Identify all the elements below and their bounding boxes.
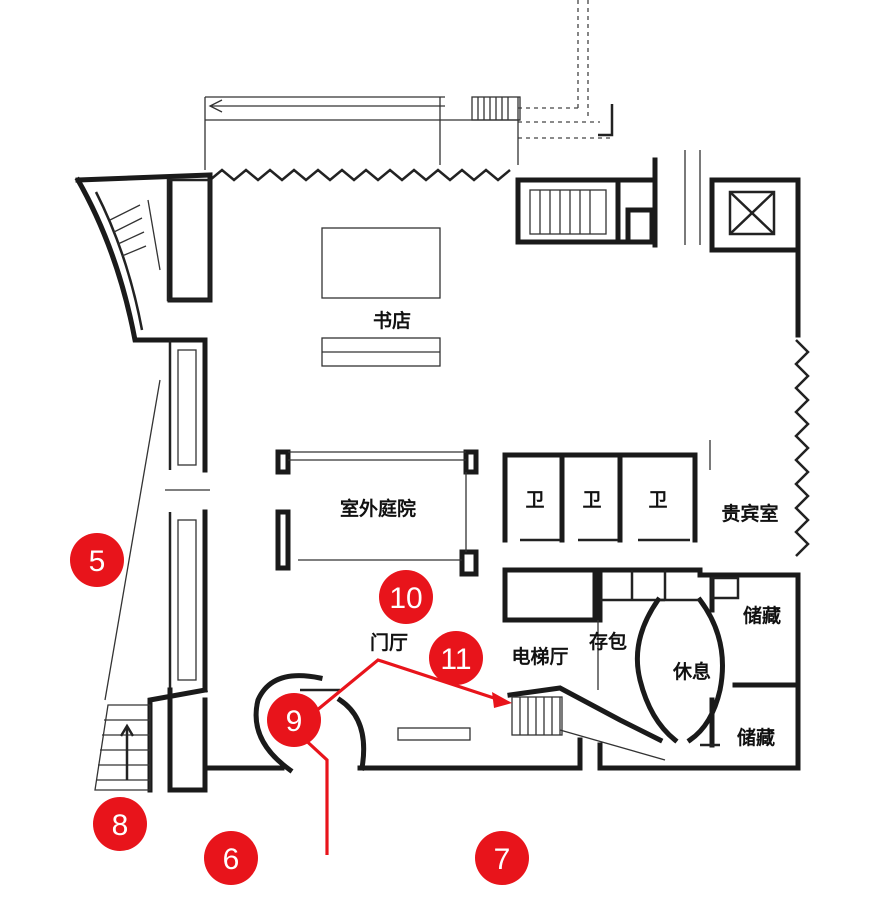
walls [74,172,801,793]
sw-stair [94,704,151,791]
nw-stair [109,199,161,271]
room-labels: 书店 室外庭院 卫 卫 卫 贵宾室 储藏 储藏 电梯厅 存包 门厅 休息 [340,309,781,749]
label-bookstore: 书店 [373,309,411,332]
svg-text:9: 9 [286,705,303,738]
top-corridor [204,0,614,170]
marker-10: 10 [379,570,433,624]
wc-block [502,440,711,543]
right-glazing [794,339,810,557]
label-courtyard: 室外庭院 [340,497,416,520]
svg-text:6: 6 [223,843,240,876]
marker-5: 5 [70,533,124,587]
ne-core [515,150,801,253]
label-lobby: 门厅 [370,631,408,654]
marker-11: 11 [429,631,483,685]
red-routes [298,658,512,855]
bookstore-shelves [321,227,441,367]
lobby-entrance [253,673,471,774]
lobby-path [303,658,501,722]
label-storage-2: 储藏 [737,726,775,749]
marker-9: 9 [267,693,321,747]
markers: 5 6 7 8 9 10 11 [70,533,529,885]
svg-text:8: 8 [112,809,129,842]
top-glazing [209,168,511,182]
marker-8: 8 [93,797,147,851]
label-elevator-hall: 电梯厅 [511,645,568,668]
label-wc-1: 卫 [525,489,544,511]
label-storage-1: 储藏 [743,604,781,627]
svg-text:11: 11 [440,643,471,676]
label-wc-3: 卫 [648,489,667,511]
label-bag-check: 存包 [589,630,627,653]
label-vip-room: 贵宾室 [721,502,778,525]
marker-6: 6 [204,831,258,885]
courtyard [275,449,479,577]
label-rest: 休息 [672,660,711,683]
marker-7: 7 [475,831,529,885]
path-arrowhead [492,692,512,708]
svg-text:5: 5 [89,545,106,578]
svg-text:7: 7 [494,843,511,876]
svg-text:10: 10 [389,582,422,615]
service-core [502,567,801,771]
entry-path [298,733,329,855]
label-wc-2: 卫 [582,489,601,511]
